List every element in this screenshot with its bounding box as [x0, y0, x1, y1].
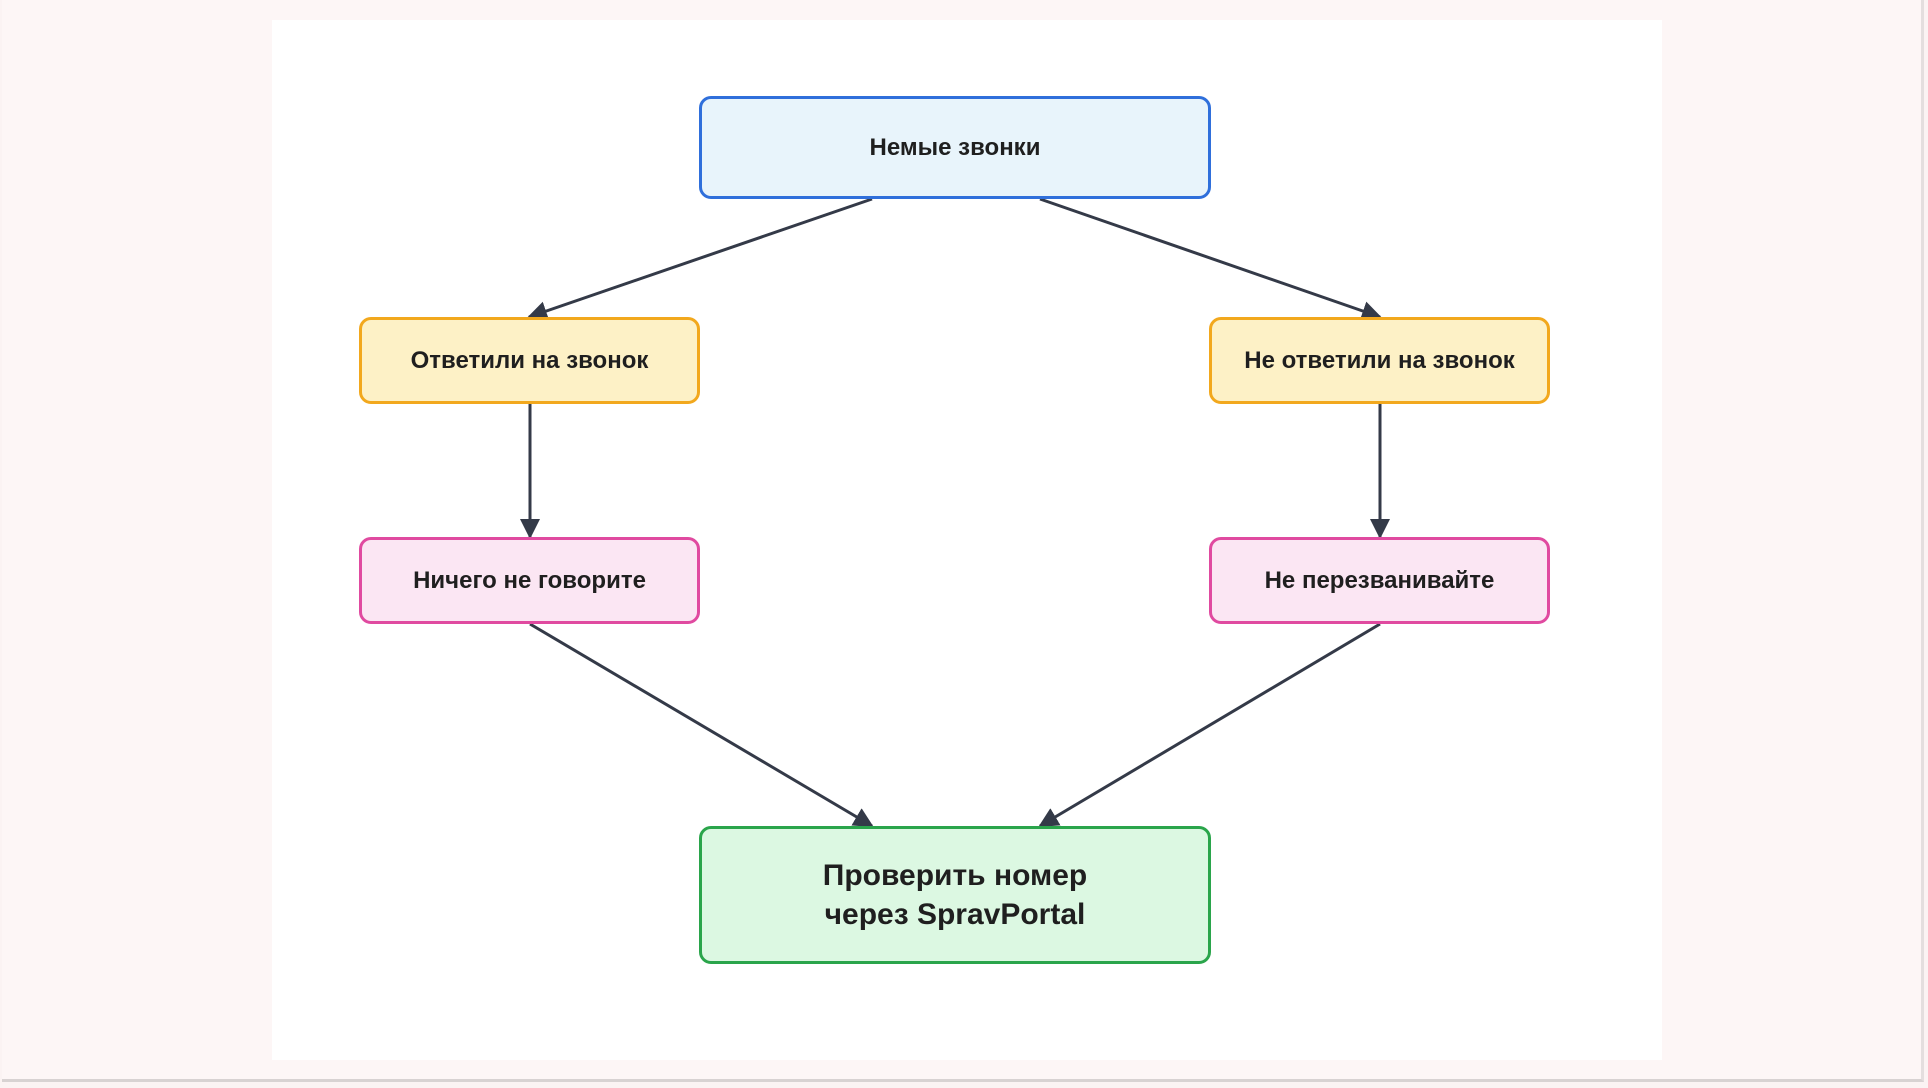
node-silent-calls: Немые звонки — [699, 96, 1211, 199]
node-do-not-call-back: Не перезванивайте — [1209, 537, 1550, 624]
node-say-nothing-label: Ничего не говорите — [413, 566, 646, 594]
node-answered-call: Ответили на звонок — [359, 317, 700, 404]
node-silent-calls-label: Немые звонки — [869, 133, 1041, 161]
node-say-nothing: Ничего не говорите — [359, 537, 700, 624]
diagram-canvas: Немые звонки Ответили на звонок Не ответ… — [272, 20, 1662, 1060]
edge-no-callback-to-check — [1038, 622, 1381, 828]
node-answered-call-label: Ответили на звонок — [410, 346, 649, 374]
edge-root-to-answered — [527, 197, 873, 321]
diagram-edges — [520, 197, 1390, 828]
node-check-number: Проверить номер через SpravPortal — [699, 826, 1211, 964]
node-check-number-label: Проверить номер через SpravPortal — [822, 859, 1088, 931]
node-do-not-call-back-label: Не перезванивайте — [1264, 566, 1495, 594]
edge-silent-to-check — [529, 622, 874, 828]
edge-root-to-not-answered — [1039, 197, 1382, 321]
node-not-answered-call: Не ответили на звонок — [1209, 317, 1550, 404]
node-not-answered-call-label: Не ответили на звонок — [1244, 346, 1515, 374]
